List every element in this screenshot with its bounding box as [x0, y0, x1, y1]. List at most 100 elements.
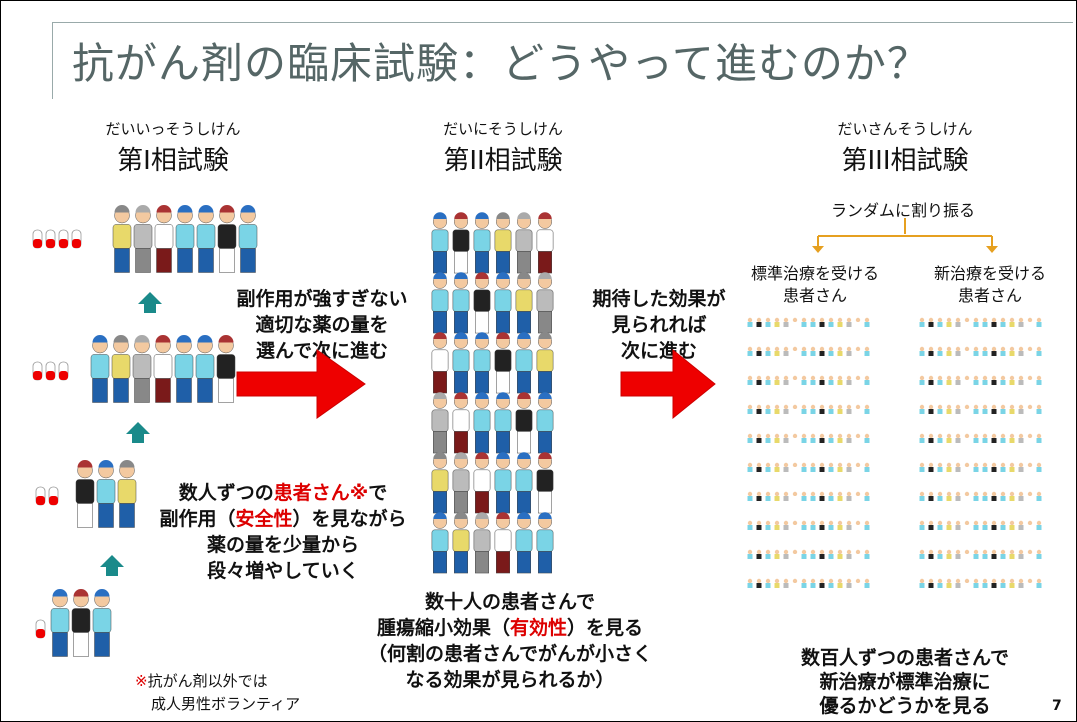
tiny-person-body — [801, 496, 807, 501]
tiny-person-icon — [837, 346, 843, 352]
tiny-person-icon — [828, 549, 834, 555]
tiny-person-icon — [810, 317, 816, 323]
tiny-person-body — [928, 583, 934, 588]
tiny-person-body — [928, 496, 934, 501]
tiny-person-icon — [864, 491, 870, 497]
tiny-person-body — [919, 496, 925, 501]
tiny-person-body — [792, 525, 798, 530]
tiny-person-icon — [982, 520, 988, 526]
tiny-person-icon — [919, 346, 925, 352]
tiny-person-body — [937, 322, 943, 327]
tiny-person-icon — [801, 404, 807, 410]
tiny-person-icon — [928, 520, 934, 526]
tiny-person-body — [982, 554, 988, 559]
tiny-person-body — [937, 583, 943, 588]
tiny-person-icon — [946, 317, 952, 323]
tiny-person-body — [837, 322, 843, 327]
tiny-person-body — [1000, 409, 1006, 414]
tiny-person-body — [1036, 525, 1042, 530]
person-icon — [494, 212, 512, 274]
tiny-person-icon — [1018, 375, 1024, 381]
tiny-person-body — [819, 322, 825, 327]
tiny-person-icon — [783, 346, 789, 352]
person-icon — [515, 332, 533, 394]
tiny-person-body — [919, 438, 925, 443]
tiny-person-icon — [765, 549, 771, 555]
person-icon — [515, 512, 533, 574]
tiny-person-body — [937, 496, 943, 501]
tiny-person-icon — [837, 317, 843, 323]
tiny-person-body — [1027, 380, 1033, 385]
tiny-person-body — [1027, 438, 1033, 443]
arrow2-text-2: 見られれば — [611, 314, 707, 336]
vial-fill-icon — [59, 239, 68, 248]
tiny-person-icon — [973, 433, 979, 439]
tiny-person-icon — [747, 491, 753, 497]
tiny-person-icon — [837, 491, 843, 497]
tiny-person-body — [846, 438, 852, 443]
tiny-person-body — [837, 467, 843, 472]
tiny-person-body — [828, 525, 834, 530]
tiny-person-body — [919, 583, 925, 588]
tiny-person-body — [783, 351, 789, 356]
footnote-line2: 成人男性ボランティア — [151, 695, 301, 713]
tiny-person-icon — [846, 317, 852, 323]
tiny-person-body — [919, 409, 925, 414]
tiny-person-body — [1009, 380, 1015, 385]
tiny-person-icon — [783, 491, 789, 497]
tiny-person-body — [955, 322, 961, 327]
tiny-person-icon — [1009, 462, 1015, 468]
tiny-person-icon — [928, 375, 934, 381]
tiny-person-body — [747, 496, 753, 501]
person-icon — [154, 205, 174, 273]
tiny-person-icon — [1018, 520, 1024, 526]
tiny-person-icon — [919, 317, 925, 323]
tiny-person-icon — [810, 578, 816, 584]
tiny-person-icon — [928, 491, 934, 497]
tiny-person-body — [846, 525, 852, 530]
tiny-person-body — [837, 554, 843, 559]
tiny-person-icon — [846, 491, 852, 497]
tiny-person-icon — [964, 549, 970, 555]
tiny-person-icon — [792, 491, 798, 497]
tiny-person-icon — [973, 404, 979, 410]
tiny-person-icon — [919, 404, 925, 410]
tiny-person-icon — [747, 462, 753, 468]
tiny-person-icon — [919, 491, 925, 497]
tiny-person-icon — [1018, 433, 1024, 439]
vial-fill-icon — [59, 371, 68, 380]
person-icon — [217, 205, 237, 273]
tiny-person-body — [801, 554, 807, 559]
tiny-person-body — [1036, 496, 1042, 501]
tiny-person-icon — [774, 375, 780, 381]
tiny-person-icon — [864, 404, 870, 410]
tiny-person-body — [973, 409, 979, 414]
tiny-person-icon — [991, 404, 997, 410]
tiny-person-body — [991, 409, 997, 414]
tiny-person-icon — [783, 404, 789, 410]
tiny-person-icon — [1018, 549, 1024, 555]
tiny-person-icon — [810, 491, 816, 497]
tiny-person-body — [991, 583, 997, 588]
tiny-person-icon — [946, 462, 952, 468]
person-icon — [452, 512, 470, 574]
vial-fill-icon — [49, 496, 58, 505]
tiny-person-icon — [819, 578, 825, 584]
tiny-person-icon — [747, 520, 753, 526]
tiny-person-body — [747, 322, 753, 327]
tiny-person-icon — [810, 404, 816, 410]
tiny-person-icon — [864, 317, 870, 323]
tiny-person-icon — [747, 375, 753, 381]
person-icon — [536, 392, 554, 454]
tiny-person-body — [964, 583, 970, 588]
tiny-person-icon — [774, 317, 780, 323]
tiny-person-body — [774, 583, 780, 588]
tiny-person-body — [828, 322, 834, 327]
tiny-person-body — [792, 351, 798, 356]
new-group-line1: 新治療を受ける — [933, 264, 1046, 283]
tiny-person-icon — [1036, 462, 1042, 468]
tiny-person-body — [1027, 322, 1033, 327]
phase3-desc-1: 数百人ずつの患者さんで — [800, 647, 1010, 669]
tiny-person-body — [801, 409, 807, 414]
person-icon — [473, 512, 491, 574]
